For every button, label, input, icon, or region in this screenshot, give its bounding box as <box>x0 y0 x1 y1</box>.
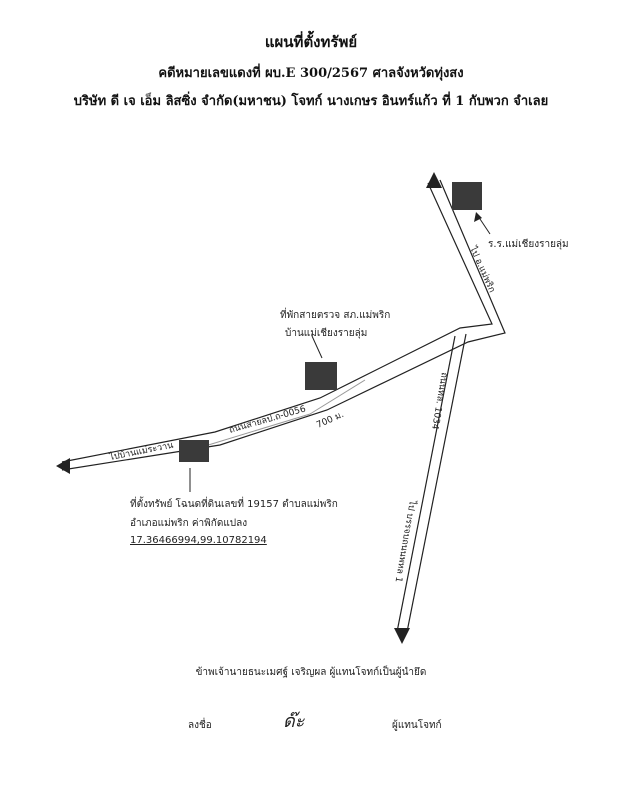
road-to-banmaerawan-label: ไปบ้านแม่ระวาน <box>107 440 174 463</box>
school-building <box>452 182 482 210</box>
property-building <box>179 440 209 462</box>
property-label: ที่ตั้งทรัพย์ โฉนดที่ดินเลขที่ 19157 ตำบ… <box>130 499 338 510</box>
coordinates-link[interactable]: 17.36466994,99.10782194 <box>130 535 267 546</box>
school-label: ร.ร.แม่เชียงรายลุ่ม <box>488 239 569 250</box>
checkpoint-pointer <box>311 335 323 359</box>
case-number: คดีหมายเลขแดงที่ ผบ.E 300/2567 ศาลจังหวั… <box>158 66 464 81</box>
parties-line: บริษัท ดี เจ เอ็ม ลิสซิ่ง จำกัด(มหาชน) โ… <box>73 94 549 109</box>
arrow-south-icon <box>394 628 410 644</box>
school-pointer-icon <box>474 212 482 222</box>
road-to-junction-label: ไป บรรจบถนนพหล 1 <box>393 498 418 583</box>
highway-label: ถนนทล. 1034 <box>429 371 449 430</box>
property-district-label: อำเภอแม่พริก ค่าพิกัดแปลง <box>130 518 248 529</box>
arrow-north-icon <box>426 172 442 188</box>
distance-line <box>204 379 366 447</box>
statement-text: ข้าพเจ้านายธนะเมศฐ์ เจริญผล ผู้แทนโจทก์เ… <box>195 667 427 678</box>
checkpoint-village-label: บ้านแม่เชียงรายลุ่ม <box>285 328 368 339</box>
checkpoint-label: ที่พักสายตรวจ สภ.แม่พริก <box>280 310 391 321</box>
arrow-west-icon <box>56 458 70 474</box>
checkpoint-building <box>305 362 337 390</box>
signature: ด๊ะ <box>283 711 305 732</box>
highway-road <box>396 333 467 633</box>
sign-label: ลงชื่อ <box>188 720 212 731</box>
role-label: ผู้แทนโจทก์ <box>392 720 442 731</box>
page-title: แผนที่ตั้งทรัพย์ <box>264 33 358 51</box>
